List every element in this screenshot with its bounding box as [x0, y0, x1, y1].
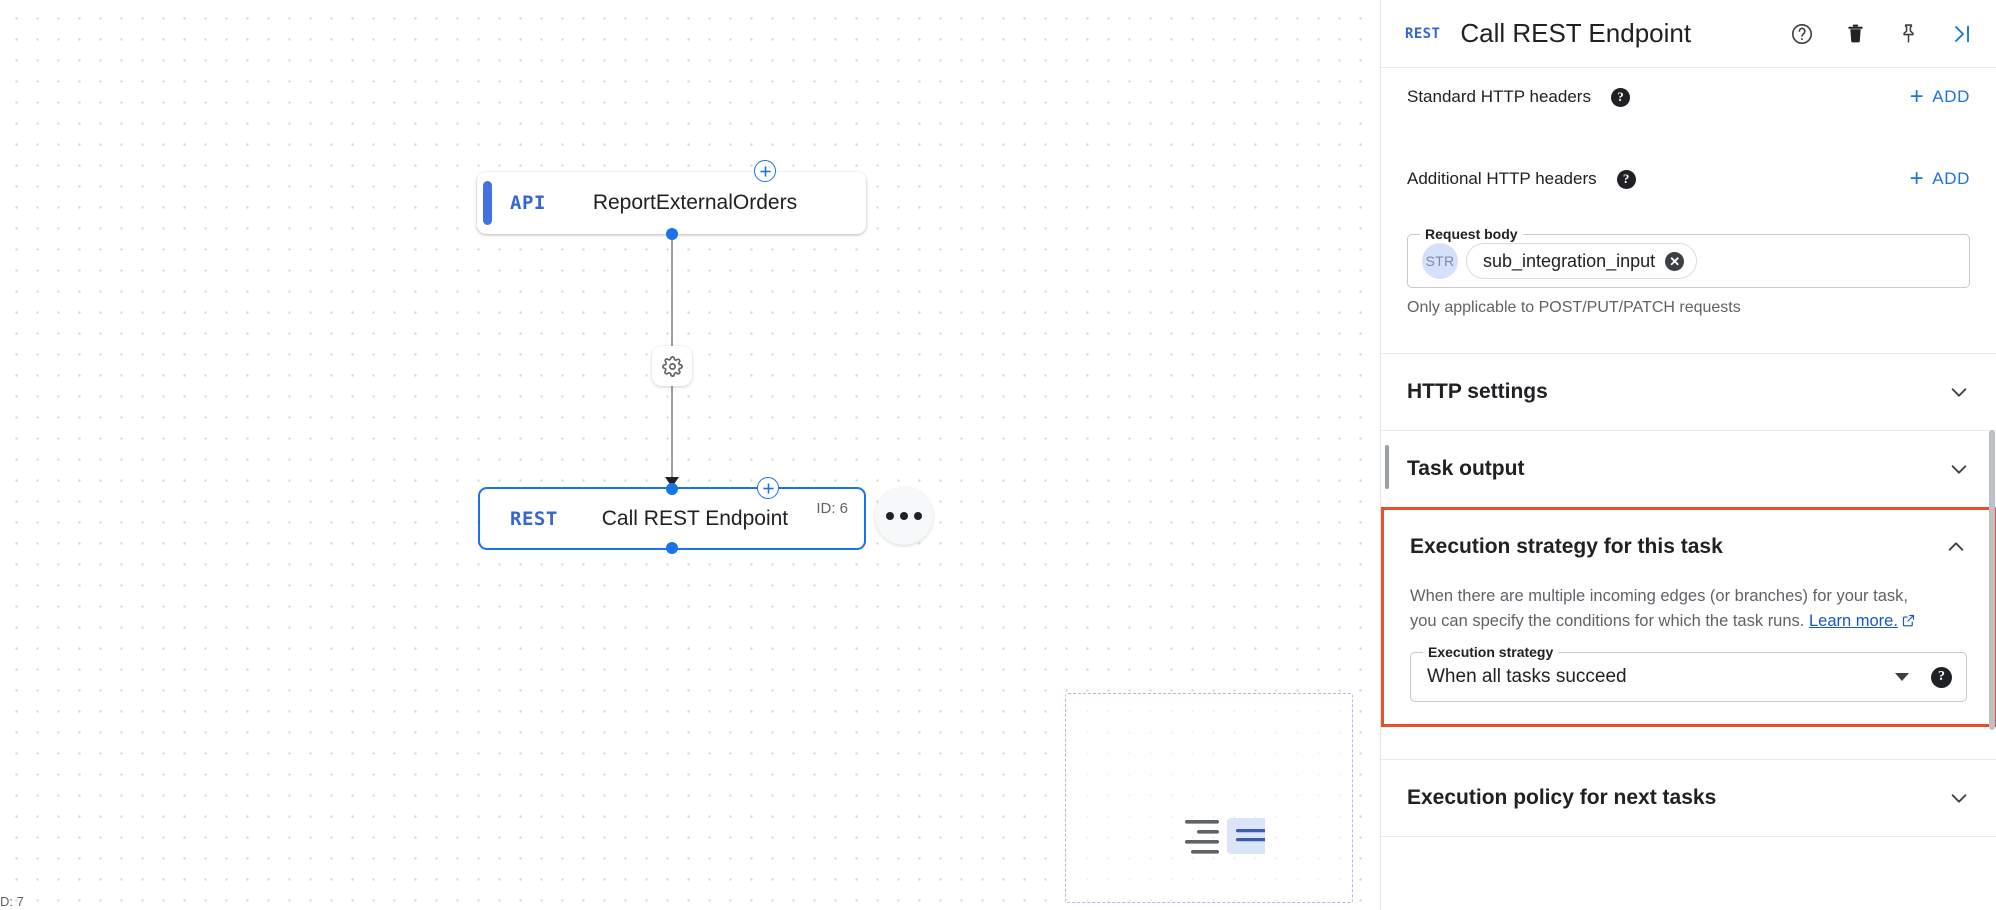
pin-icon[interactable] — [1897, 22, 1920, 45]
add-label: ADD — [1932, 169, 1970, 188]
request-body-field[interactable]: Request body STR sub_integration_input ✕ — [1407, 226, 1970, 288]
divider — [1381, 759, 1996, 760]
panel-type-badge: REST — [1405, 25, 1441, 42]
close-icon[interactable]: ✕ — [1665, 251, 1685, 271]
request-body-legend: Request body — [1420, 226, 1523, 242]
task-placeholder-icon — [1183, 812, 1273, 863]
execution-strategy-block: Execution strategy for this task When th… — [1381, 507, 1996, 727]
integration-canvas[interactable]: API ReportExternalOrders REST Call REST … — [0, 0, 1380, 910]
more-horizontal-icon[interactable] — [875, 487, 933, 545]
plus-circle-icon[interactable] — [757, 477, 779, 499]
string-type-badge: STR — [1422, 243, 1458, 279]
node-input-port[interactable] — [666, 483, 678, 495]
request-body-chip[interactable]: sub_integration_input ✕ — [1466, 243, 1698, 279]
node-accent-bar — [483, 181, 492, 225]
flow-node-api[interactable]: API ReportExternalOrders — [477, 172, 866, 240]
request-body-hint: Only applicable to POST/PUT/PATCH reques… — [1407, 299, 1741, 316]
panel-body: Standard HTTP headers ? + ADD Additional… — [1381, 68, 1996, 910]
chevron-down-icon[interactable] — [1948, 381, 1970, 403]
panel-header: REST Call REST Endpoint — [1381, 0, 1996, 68]
panel-scroll-thumb[interactable] — [1385, 445, 1389, 489]
plus-circle-icon[interactable] — [754, 160, 776, 182]
add-label: ADD — [1932, 87, 1970, 106]
chevron-down-icon[interactable] — [1895, 673, 1909, 681]
execution-strategy-legend: Execution strategy — [1423, 644, 1559, 660]
help-icon[interactable]: ? — [1616, 169, 1636, 189]
node-output-port[interactable] — [665, 228, 678, 240]
node-label: Call REST Endpoint — [601, 506, 789, 530]
execution-strategy-description: When there are multiple incoming edges (… — [1384, 584, 1993, 636]
section-title: Task output — [1407, 457, 1525, 480]
additional-http-headers-row: Additional HTTP headers ? + ADD — [1381, 150, 1996, 208]
divider — [1381, 353, 1996, 354]
canvas-drop-zone — [1065, 693, 1353, 903]
plus-icon: + — [1909, 165, 1925, 192]
plus-icon: + — [1909, 83, 1925, 110]
edge-arrow-head — [665, 477, 679, 487]
divider — [1381, 430, 1996, 431]
gear-icon[interactable] — [652, 346, 692, 386]
section-title: Execution strategy for this task — [1410, 535, 1723, 558]
section-title: Execution policy for next tasks — [1407, 786, 1717, 809]
page-title: Call REST Endpoint — [1460, 18, 1692, 48]
desc-line-2: you can specify the conditions for which… — [1410, 612, 1809, 630]
canvas-corner-text: D: 7 — [0, 894, 24, 909]
divider — [1381, 836, 1996, 837]
flow-node-rest[interactable]: REST Call REST Endpoint ID: 6 — [478, 483, 866, 554]
panel-scrollbar[interactable] — [1989, 430, 1995, 730]
node-type-badge: API — [510, 192, 546, 214]
node-type-badge: REST — [510, 507, 558, 530]
chevron-down-icon[interactable] — [1948, 787, 1970, 809]
execution-strategy-value: When all tasks succeed — [1427, 666, 1627, 687]
section-http-settings[interactable]: HTTP settings — [1381, 354, 1996, 430]
collapse-panel-icon[interactable] — [1950, 22, 1974, 46]
section-execution-strategy[interactable]: Execution strategy for this task — [1384, 510, 1993, 584]
node-output-port[interactable] — [666, 542, 678, 554]
section-task-output[interactable]: Task output — [1381, 431, 1996, 507]
add-standard-header-button[interactable]: + ADD — [1910, 85, 1970, 109]
chevron-up-icon[interactable] — [1945, 536, 1967, 558]
standard-http-headers-row: Standard HTTP headers ? + ADD — [1381, 68, 1996, 126]
chip-label: sub_integration_input — [1483, 250, 1656, 271]
task-config-panel: REST Call REST Endpoint — [1380, 0, 1996, 910]
section-execution-policy[interactable]: Execution policy for next tasks — [1381, 760, 1996, 836]
add-additional-header-button[interactable]: + ADD — [1910, 167, 1970, 191]
trash-icon[interactable] — [1844, 22, 1867, 45]
desc-line-1: When there are multiple incoming edges (… — [1410, 587, 1908, 605]
help-circle-icon[interactable] — [1790, 22, 1814, 46]
section-title: HTTP settings — [1407, 380, 1548, 403]
standard-http-headers-label: Standard HTTP headers — [1407, 87, 1591, 106]
help-icon[interactable]: ? — [1610, 87, 1630, 107]
execution-strategy-select[interactable]: Execution strategy When all tasks succee… — [1410, 644, 1967, 702]
help-icon[interactable]: ? — [1931, 666, 1952, 688]
external-link-icon[interactable] — [1901, 611, 1916, 636]
learn-more-link[interactable]: Learn more. — [1808, 612, 1898, 630]
node-label: ReportExternalOrders — [592, 191, 798, 214]
chevron-down-icon[interactable] — [1948, 458, 1970, 480]
additional-http-headers-label: Additional HTTP headers — [1407, 169, 1597, 188]
node-id-badge: ID: 6 — [816, 500, 848, 517]
